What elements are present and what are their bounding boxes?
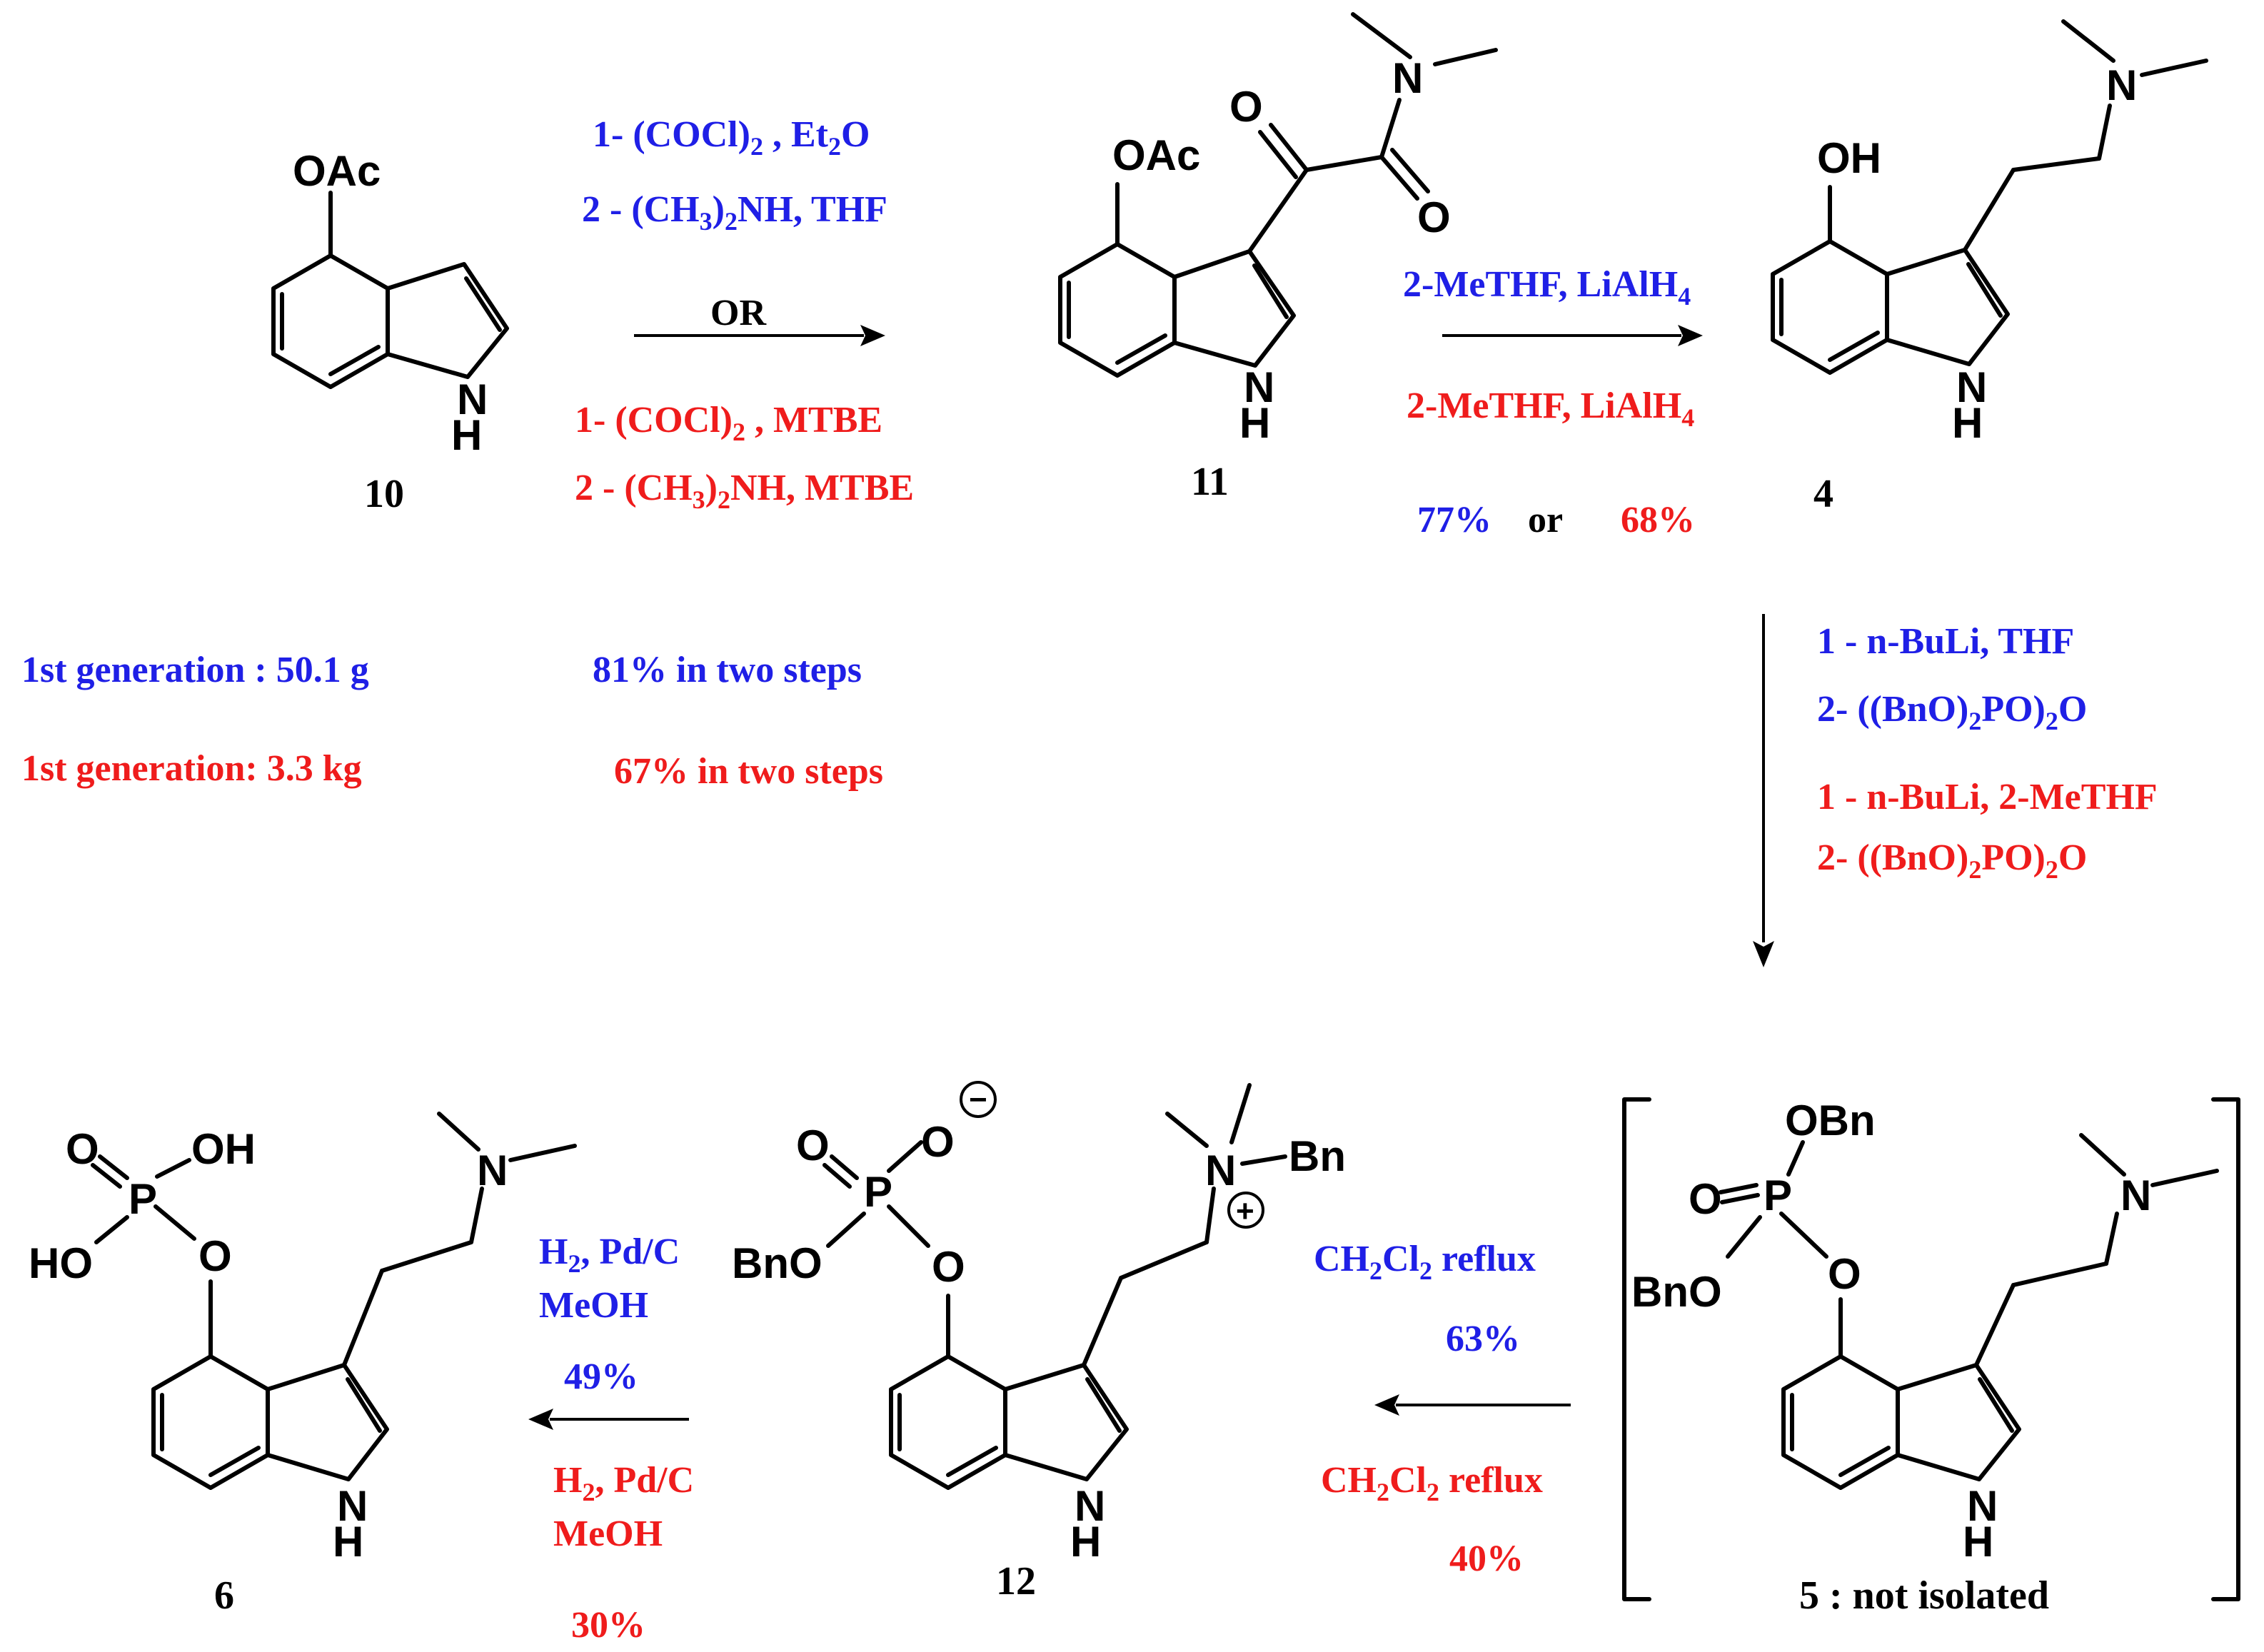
step-4-yield-blue: 63%	[1446, 1319, 1520, 1359]
generation-notes: 1st generation : 50.1 g 81% in two steps…	[21, 650, 883, 792]
step-3-red-2: 2- ((BnO)2PO)2O	[1817, 837, 2087, 884]
step-2-yield-blue: 77%	[1417, 500, 1491, 540]
compound-11: OAc O O N N H 11	[1058, 12, 1498, 504]
step-4-blue: CH2Cl2 reflux	[1314, 1239, 1536, 1285]
ester-o: O	[1828, 1250, 1861, 1298]
compound-4-label: 4	[1813, 472, 1833, 516]
step-5-yield-red: 30%	[571, 1605, 645, 1646]
amine-n: N	[2106, 61, 2137, 109]
phosphorus: P	[864, 1168, 892, 1216]
generation-red-label: 1st generation: 3.3 kg	[21, 748, 362, 789]
step-5-blue-solvent: MeOH	[539, 1285, 648, 1326]
compound-5: O P O OBn BnO N N H 5 : not isolated	[1622, 1097, 2240, 1618]
oac-label: OAc	[1112, 131, 1200, 179]
benzyloxy: BnO	[732, 1239, 822, 1287]
step-2-blue: 2-MeTHF, LiAlH4	[1403, 264, 1691, 311]
step-1: 1- (COCl)2 , Et2O 2 - (CH3)2NH, THF OR 1…	[575, 114, 914, 514]
oac-label: OAc	[293, 147, 381, 195]
ester-o: O	[932, 1243, 965, 1291]
indole-h: H	[451, 411, 482, 459]
step-5-blue: H2, Pd/C	[539, 1232, 680, 1278]
phosphoryl-o: O	[796, 1122, 830, 1169]
step-1-blue-line-2: 2 - (CH3)2NH, THF	[582, 189, 887, 236]
bracket-right	[2211, 1097, 2240, 1601]
step-1-blue-line-1: 1- (COCl)2 , Et2O	[593, 114, 870, 161]
hydroxyl-1: OH	[191, 1125, 256, 1173]
step-4-arrowhead	[1374, 1394, 1399, 1416]
benzyloxy-1: OBn	[1785, 1097, 1876, 1144]
compound-11-label: 11	[1191, 460, 1229, 504]
generation-blue-yield: 81% in two steps	[593, 650, 862, 690]
phosphorus: P	[129, 1175, 157, 1223]
compound-10: OAc N H 10	[271, 147, 509, 516]
generation-blue-label: 1st generation : 50.1 g	[21, 650, 369, 690]
indole-h: H	[1952, 399, 1983, 447]
amine-n: N	[477, 1147, 508, 1194]
compound-12: O P O O − BnO N Bn + N H 12	[732, 1081, 1346, 1603]
step-2-or: or	[1528, 500, 1563, 540]
step-3-red-1: 1 - n-BuLi, 2-MeTHF	[1817, 777, 2158, 817]
step-5-red-solvent: MeOH	[553, 1514, 663, 1554]
indole-h: H	[333, 1518, 363, 1566]
step-2-arrowhead	[1678, 325, 1703, 346]
compound-5-label: 5 : not isolated	[1799, 1573, 2049, 1618]
compound-6: O P O OH HO N N H 6	[29, 1112, 577, 1618]
indole-h: H	[1239, 399, 1270, 447]
step-1-red-line-2: 2 - (CH3)2NH, MTBE	[575, 468, 914, 514]
indole-n: N	[1075, 1482, 1105, 1530]
step-5-arrowhead	[528, 1409, 553, 1430]
hydroxyl-label: OH	[1817, 134, 1881, 182]
indole-h: H	[1070, 1518, 1101, 1566]
indole-n: N	[1967, 1482, 1998, 1530]
step-4-yield-red: 40%	[1449, 1538, 1524, 1579]
indole-n: N	[337, 1482, 368, 1530]
amide-n: N	[1392, 54, 1423, 102]
step-5: H2, Pd/C MeOH 49% H2, Pd/C MeOH 30%	[528, 1232, 694, 1646]
bracket-left	[1622, 1097, 1651, 1601]
ammonium-n: N	[1205, 1147, 1236, 1194]
phosphoryl-o: O	[66, 1125, 99, 1173]
benzyl-label: Bn	[1289, 1132, 1346, 1180]
compound-12-label: 12	[996, 1559, 1036, 1603]
step-4-red: CH2Cl2 reflux	[1321, 1460, 1543, 1506]
phosphorus: P	[1764, 1172, 1792, 1219]
phosphoryl-o: O	[1689, 1175, 1722, 1223]
indole-n: N	[1244, 363, 1274, 411]
step-3-blue-1: 1 - n-BuLi, THF	[1817, 621, 2074, 662]
step-1-or: OR	[710, 293, 767, 333]
minus-charge-circle	[960, 1081, 997, 1118]
indole-n: N	[1956, 363, 1987, 411]
plus-sign: +	[1236, 1194, 1254, 1229]
ketone-o: O	[1229, 83, 1263, 131]
compound-4: OH N N H 4	[1771, 19, 2208, 516]
phosphate-o-anion: O	[921, 1118, 955, 1166]
step-3-blue-2: 2- ((BnO)2PO)2O	[1817, 689, 2087, 735]
amide-o: O	[1417, 193, 1451, 241]
indole-h: H	[1963, 1518, 1993, 1566]
step-1-arrowhead	[860, 325, 885, 346]
minus-sign: −	[969, 1082, 987, 1117]
step-4: CH2Cl2 reflux 63% CH2Cl2 reflux 40%	[1314, 1239, 1571, 1579]
indole-n: N	[457, 376, 488, 423]
compound-6-label: 6	[214, 1573, 234, 1618]
step-3-arrowhead	[1753, 941, 1774, 967]
step-1-red-line-1: 1- (COCl)2 , MTBE	[575, 400, 882, 446]
amine-n: N	[2120, 1172, 2151, 1219]
ester-o: O	[198, 1232, 232, 1280]
step-2-red: 2-MeTHF, LiAlH4	[1407, 386, 1694, 432]
step-5-yield-blue: 49%	[564, 1356, 638, 1397]
step-5-red: H2, Pd/C	[553, 1460, 694, 1506]
step-2-yield-red: 68%	[1621, 500, 1695, 540]
step-2: 2-MeTHF, LiAlH4 2-MeTHF, LiAlH4 77% or 6…	[1403, 264, 1703, 540]
plus-charge-circle	[1227, 1192, 1264, 1229]
benzyloxy-2: BnO	[1631, 1268, 1722, 1316]
compound-10-label: 10	[364, 472, 404, 516]
hydroxyl-2: HO	[29, 1239, 93, 1287]
generation-red-yield: 67% in two steps	[614, 751, 883, 792]
step-3: 1 - n-BuLi, THF 2- ((BnO)2PO)2O 1 - n-Bu…	[1753, 614, 2158, 967]
